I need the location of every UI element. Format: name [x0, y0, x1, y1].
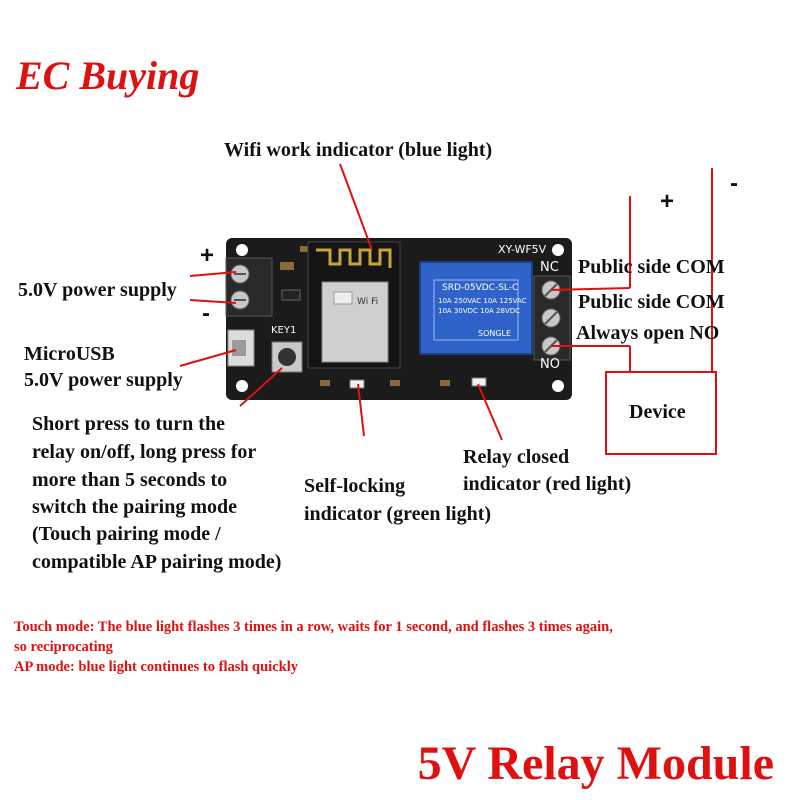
- relay-brand-label: SONGLE: [478, 329, 512, 338]
- relay-model-label: SRD-05VDC-SL-C: [442, 283, 519, 293]
- relay-rating-label: 10A 30VDC 10A 28VDC: [438, 307, 521, 315]
- key1-label: KEY1: [271, 325, 297, 336]
- relay-body: [419, 261, 533, 355]
- mounting-hole: [552, 380, 564, 392]
- nc-label: NC: [540, 260, 559, 275]
- relay-closed-label: indicator (red light): [463, 473, 632, 495]
- self-locking-label: indicator (green light): [304, 503, 492, 525]
- power-terminal: [225, 257, 273, 317]
- mounting-hole: [552, 244, 564, 256]
- key-description-line: compatible AP pairing mode): [32, 551, 282, 573]
- power-supply-label: 5.0V power supply: [18, 279, 177, 301]
- microusb-label: MicroUSB: [24, 343, 115, 365]
- no-terminal-label: Always open NO: [576, 322, 720, 344]
- key-description-line: (Touch pairing mode /: [32, 523, 221, 545]
- key1-button: [271, 341, 303, 373]
- board-model-label: XY-WF5V: [498, 243, 547, 256]
- no-label: NO: [540, 357, 560, 372]
- power-plus-sign: +: [200, 242, 215, 269]
- leader-lines: [179, 163, 713, 441]
- wifi-indicator-label: Wifi work indicator (blue light): [224, 139, 493, 161]
- touch-mode-note: Touch mode: The blue light flashes 3 tim…: [14, 619, 613, 635]
- relay-rating-label: 10A 250VAC 10A 125VAC: [438, 297, 527, 305]
- device-box: [605, 371, 717, 455]
- device-label: Device: [629, 401, 686, 423]
- microusb-power-label: 5.0V power supply: [24, 369, 183, 391]
- power-minus-sign: -: [202, 300, 210, 327]
- self-locking-led: [349, 379, 365, 389]
- wifi-chip-label: Wi Fi: [357, 297, 379, 307]
- key-description-line: more than 5 seconds to: [32, 469, 228, 491]
- self-locking-label: Self-locking: [304, 475, 406, 497]
- mounting-hole: [236, 244, 248, 256]
- right-minus-sign: -: [730, 170, 738, 197]
- touch-mode-note-cont: so reciprocating: [14, 639, 113, 655]
- wifi-shield: [321, 281, 389, 363]
- product-title: 5V Relay Module: [417, 737, 774, 790]
- key-description-line: relay on/off, long press for: [32, 441, 257, 463]
- mounting-hole: [236, 380, 248, 392]
- com-label: Public side COM: [578, 256, 725, 278]
- ap-mode-note: AP mode: blue light continues to flash q…: [14, 659, 298, 675]
- relay-closed-label: Relay closed: [463, 446, 570, 468]
- key-description-line: Short press to turn the: [32, 413, 225, 435]
- right-plus-sign: +: [660, 188, 675, 215]
- com-label: Public side COM: [578, 291, 725, 313]
- brand-logo: EC Buying: [16, 53, 200, 98]
- key-description-line: switch the pairing mode: [32, 496, 237, 518]
